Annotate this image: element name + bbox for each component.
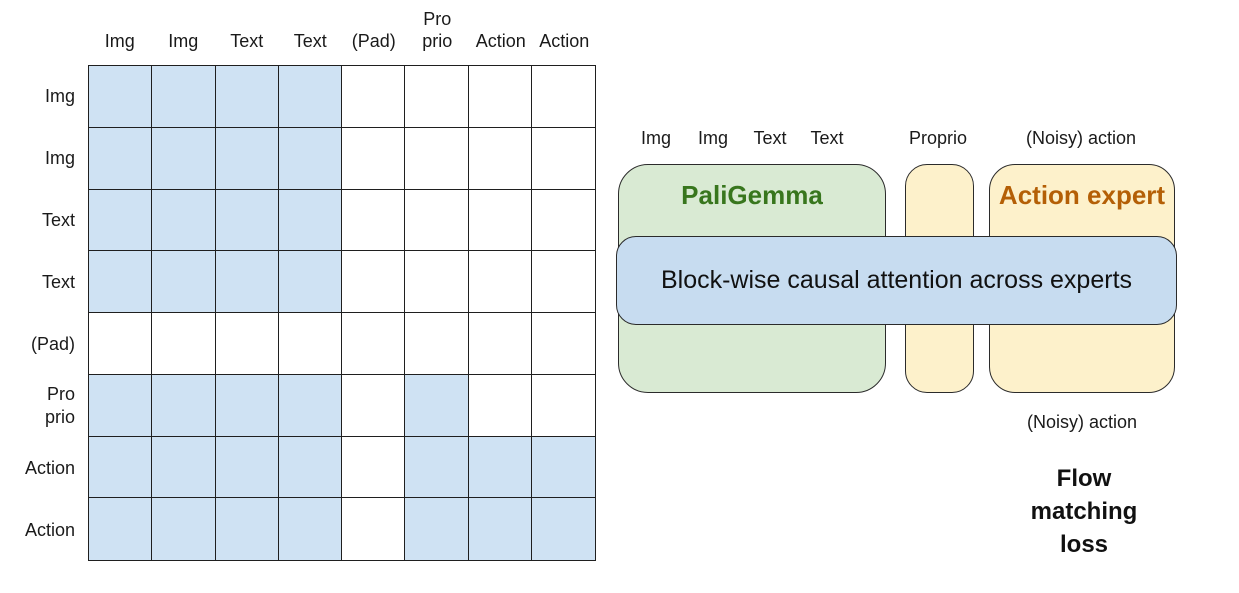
mask-cell-r7c5 [342,436,406,499]
mask-cell-r3c1 [89,189,153,252]
arch-top-label-2: Img [697,128,729,148]
mask-row-label-3: Text [41,209,75,230]
mask-cell-r8c2 [152,498,216,560]
mask-cell-r3c6 [405,189,469,252]
mask-cell-r2c2 [152,127,216,190]
mask-cell-r1c7 [468,66,532,128]
arch-top-label-1: Img [640,128,672,148]
mask-cell-r3c8 [531,189,595,252]
mask-row-label-1: Img [44,85,75,106]
mask-cell-r8c3 [215,498,279,560]
mask-col-header-4: Text [293,31,327,51]
mask-col-header-5: (Pad) [351,31,396,51]
mask-cell-r8c5 [342,498,406,560]
mask-cell-r2c8 [531,127,595,190]
mask-cell-r6c4 [278,374,342,437]
mask-cell-r8c6 [405,498,469,560]
mask-row-label-8: Action [24,519,75,540]
mask-cell-r2c5 [342,127,406,190]
mask-cell-r7c8 [531,436,595,499]
mask-cell-r4c5 [342,251,406,313]
mask-row-label-2: Img [44,147,75,168]
mask-cell-r1c6 [405,66,469,128]
mask-cell-r6c2 [152,374,216,437]
mask-cell-r1c2 [152,66,216,128]
mask-cell-r6c8 [531,374,595,437]
mask-cell-r6c6 [405,374,469,437]
mask-col-header-2: Img [168,31,199,51]
mask-cell-r6c5 [342,374,406,437]
mask-cell-r8c4 [278,498,342,560]
mask-cell-r3c3 [215,189,279,252]
mask-cell-r7c4 [278,436,342,499]
mask-cell-r2c4 [278,127,342,190]
mask-cell-r3c2 [152,189,216,252]
mask-row-label-6: Pro prio [44,384,75,427]
arch-top-label-5: Proprio [908,128,968,148]
action-expert-title: Action expert [998,180,1166,210]
mask-cell-r3c4 [278,189,342,252]
mask-cell-r1c1 [89,66,153,128]
mask-row-label-7: Action [24,457,75,478]
mask-cell-r8c1 [89,498,153,560]
mask-cell-r3c5 [342,189,406,252]
attention-banner: Block-wise causal attention across exper… [616,236,1177,325]
mask-col-header-3: Text [230,31,264,51]
mask-cell-r8c7 [468,498,532,560]
mask-cell-r7c6 [405,436,469,499]
mask-cell-r5c4 [278,313,342,375]
mask-cell-r5c2 [152,313,216,375]
mask-cell-r2c6 [405,127,469,190]
mask-col-header-1: Img [104,31,135,51]
paligemma-title: PaliGemma [681,180,823,210]
mask-cell-r4c8 [531,251,595,313]
mask-cell-r1c5 [342,66,406,128]
mask-cell-r7c1 [89,436,153,499]
mask-cell-r5c6 [405,313,469,375]
arch-top-label-6: (Noisy) action [1025,128,1137,148]
mask-cell-r5c3 [215,313,279,375]
mask-cell-r4c1 [89,251,153,313]
mask-cell-r4c7 [468,251,532,313]
mask-cell-r2c3 [215,127,279,190]
arch-top-label-4: Text [810,128,844,148]
mask-cell-r4c6 [405,251,469,313]
mask-cell-r1c3 [215,66,279,128]
mask-cell-r8c8 [531,498,595,560]
flow-matching-loss-label: Flow matching loss [1030,465,1138,558]
mask-cell-r5c8 [531,313,595,375]
mask-cell-r4c2 [152,251,216,313]
mask-col-header-8: Action [539,31,590,51]
mask-cell-r7c2 [152,436,216,499]
mask-cell-r6c3 [215,374,279,437]
mask-col-header-7: Action [475,31,526,51]
attention-banner-label: Block-wise causal attention across exper… [660,266,1133,294]
mask-cell-r5c1 [89,313,153,375]
mask-cell-r1c8 [531,66,595,128]
noisy-action-output-label: (Noisy) action [1026,412,1138,432]
mask-cell-r6c1 [89,374,153,437]
mask-col-header-6: Pro prio [422,9,453,51]
mask-cell-r1c4 [278,66,342,128]
mask-cell-r2c1 [89,127,153,190]
mask-cell-r4c3 [215,251,279,313]
arch-top-label-3: Text [753,128,787,148]
mask-row-label-4: Text [41,271,75,292]
mask-grid [88,65,596,561]
mask-cell-r4c4 [278,251,342,313]
mask-cell-r2c7 [468,127,532,190]
mask-cell-r5c5 [342,313,406,375]
mask-cell-r7c7 [468,436,532,499]
mask-cell-r7c3 [215,436,279,499]
mask-cell-r3c7 [468,189,532,252]
mask-cell-r5c7 [468,313,532,375]
mask-row-label-5: (Pad) [30,333,75,354]
mask-cell-r6c7 [468,374,532,437]
